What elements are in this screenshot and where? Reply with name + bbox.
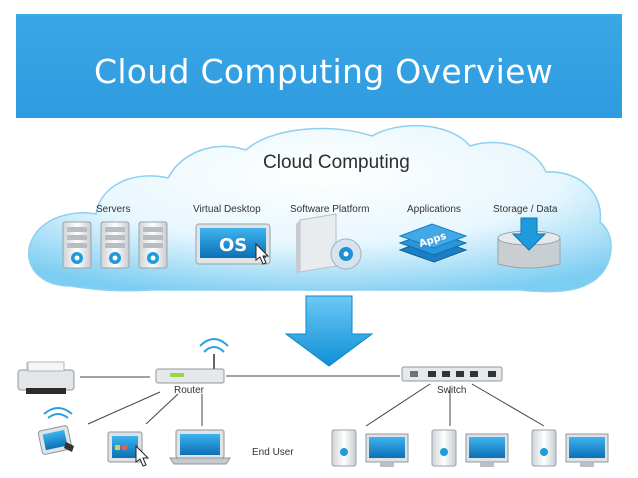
router-label: Router — [174, 385, 205, 396]
service-label-storage-data: Storage / Data — [493, 204, 558, 215]
mobile-device-icon — [37, 407, 74, 455]
virtual-desktop-icon: OS — [195, 223, 271, 265]
router-icon — [155, 338, 229, 384]
storage-data-icon — [497, 217, 561, 269]
switch-icon — [401, 366, 503, 382]
switch-label: Switch — [437, 385, 467, 396]
network-lines — [80, 375, 545, 427]
tablet-icon — [107, 431, 150, 467]
desktop-pc-3-icon — [531, 429, 609, 467]
service-label-servers: Servers — [96, 204, 131, 215]
service-label-software-platform: Software Platform — [290, 204, 370, 215]
os-screen-text: OS — [219, 235, 247, 256]
title-banner: Cloud Computing Overview — [16, 14, 622, 118]
applications-icon: Apps — [398, 223, 468, 263]
down-arrow — [284, 295, 374, 367]
laptop-icon — [169, 429, 231, 465]
service-label-applications: Applications — [407, 204, 461, 215]
cloud-title: Cloud Computing — [263, 152, 410, 173]
desktop-pc-2-icon — [431, 429, 509, 467]
software-platform-icon — [296, 213, 362, 274]
printer-icon — [17, 361, 75, 394]
slide-title: Cloud Computing Overview — [94, 52, 554, 91]
service-label-virtual-desktop: Virtual Desktop — [193, 204, 261, 215]
end-user-label: End User — [252, 447, 294, 458]
desktop-pc-1-icon — [331, 429, 409, 467]
servers-icon — [62, 221, 168, 269]
